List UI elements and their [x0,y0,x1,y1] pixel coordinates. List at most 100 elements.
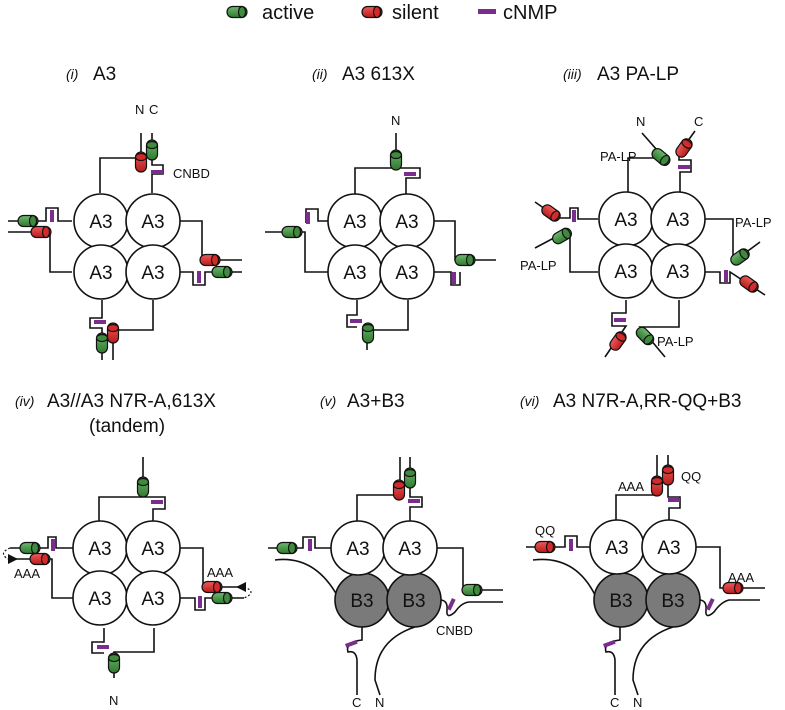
bottom-linker-right [366,300,409,350]
cnmp-icon [151,500,163,504]
cnmp-icon [452,272,456,284]
b3-n-terminus [632,626,674,696]
cnmp-icon [404,172,416,176]
active-helix-icon [19,541,41,555]
aaa-label: AAA [207,565,233,580]
active-helix-icon [728,246,752,268]
silent-helix-icon [106,322,120,344]
subunit-b3: B3 [386,572,442,628]
pa-lp-label: PA-LP [735,215,772,230]
svg-text:A3: A3 [141,539,164,560]
cnmp-icon [408,499,420,503]
n-label: N [135,102,144,117]
cnmp-icon [614,318,626,322]
legend-item-active: active [226,2,314,24]
aaa-label: AAA [728,570,754,585]
cnmp-icon [97,645,109,649]
c-label: C [694,114,703,129]
c-label: C [149,102,158,117]
svg-text:A3: A3 [614,210,637,231]
cnmp-icon [678,165,690,169]
bottom-cnbd [346,300,358,328]
cnmp-icon [724,270,728,282]
b3-n-terminus [374,626,416,696]
active-helix-icon [403,467,417,489]
active-helix-icon [461,583,483,597]
subunit-a3: A3 [650,243,706,299]
cnmp-icon [572,210,576,222]
subunit-b3: B3 [593,572,649,628]
cnmp-icon [350,319,362,323]
b3-c-terminus [604,627,621,695]
cnmp-icon [306,212,310,224]
left-linker-top [526,535,590,548]
bottom-linker-right [112,300,154,360]
n-label: N [391,113,400,128]
subunit-a3: A3 [72,570,128,626]
left-linker-bottom [8,231,72,273]
subunit-a3: A3 [73,193,129,249]
active-helix-icon [649,145,673,169]
svg-text:A3: A3 [666,210,689,231]
cnbd-label: CNBD [436,623,473,638]
silent-helix-icon [722,581,744,595]
active-helix-icon [107,652,121,674]
subunit-a3: A3 [125,244,181,300]
panel-iii-title: (iii) A3 PA-LP [563,64,679,85]
aaa-label: AAA [14,566,40,581]
cnmp-icon [603,639,616,648]
panel-numeral: (iii) [563,66,582,82]
n-label: N [636,114,645,129]
cnmp-icon [197,271,201,283]
silent-helix-icon [30,225,52,239]
silent-helix-icon [201,580,223,594]
subunit-a3: A3 [73,244,129,300]
active-helix-icon [95,332,109,354]
b3-cnbd-right [439,599,503,617]
svg-text:A3: A3 [141,212,164,233]
silent-helix-icon [134,151,148,173]
svg-text:A3: A3 [395,212,418,233]
panel-title: A3 613X [342,64,415,85]
silent-helix-icon [534,540,556,554]
right-linker-bottom [704,270,766,296]
b3-c-terminus [346,627,363,695]
qq-label: QQ [535,523,555,538]
arrowhead-icon [236,582,246,592]
cnmp-icon [51,539,55,551]
active-helix-icon [145,139,159,161]
panel-numeral: (i) [66,66,78,82]
panel-numeral: (vi) [520,393,539,409]
panel-vi-subunits: B3 B3 A3 A3 [589,519,701,628]
svg-text:B3: B3 [609,591,632,612]
panel-ii-subunits: A3 A3 A3 A3 [327,193,435,300]
svg-text:A3: A3 [605,538,628,559]
pa-lp-label: PA-LP [657,334,694,349]
subunit-a3: A3 [598,243,654,299]
panel-numeral: (iv) [15,393,34,409]
silent-helix-icon [392,479,406,501]
panel-title: A3 [93,64,116,85]
c-label: C [352,695,361,710]
panel-title: A3 PA-LP [597,64,679,85]
svg-text:A3: A3 [141,589,164,610]
active-helix-icon [211,591,233,605]
left-linker-top [10,536,73,549]
cnbd-linker-top [397,167,421,195]
top-linker [98,457,144,522]
panel-numeral: (v) [320,393,336,409]
aaa-label: AAA [618,479,644,494]
silent-helix-icon [673,136,695,160]
legend-item-cnmp: cNMP [478,2,557,24]
cnmp-icon [345,639,358,648]
subunit-a3: A3 [125,520,181,576]
subunit-a3: A3 [382,520,438,576]
active-helix-icon [136,476,150,498]
purple-bar-icon [478,9,496,14]
subunit-a3: A3 [650,191,706,247]
active-helix-icon [211,265,233,279]
subunit-a3: A3 [598,191,654,247]
subunit-b3: B3 [645,572,701,628]
panel-v-title: (v) A3+B3 [320,391,405,412]
